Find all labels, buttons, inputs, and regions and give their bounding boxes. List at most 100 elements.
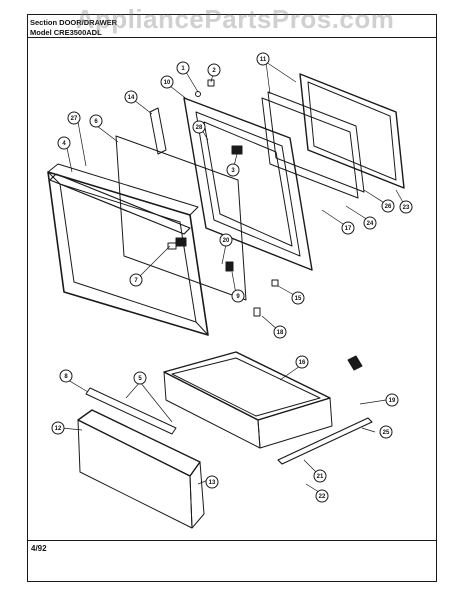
callout-number: 5	[138, 376, 142, 382]
callout-27: 27	[67, 111, 81, 125]
callout-18: 18	[273, 325, 287, 339]
callout-number: 17	[345, 226, 352, 232]
callout-circle	[57, 136, 71, 150]
callout-26: 26	[381, 199, 395, 213]
callout-number: 20	[223, 238, 230, 244]
callout-23: 23	[399, 200, 413, 214]
callout-circle	[207, 63, 221, 77]
callout-number: 3	[231, 168, 235, 174]
footer-divider	[27, 540, 437, 541]
callout-number: 26	[385, 204, 392, 210]
callout-circle	[124, 90, 138, 104]
callout-7: 7	[129, 273, 143, 287]
door-handle	[49, 173, 191, 235]
callout-circle	[219, 233, 233, 247]
callout-5: 5	[133, 371, 147, 385]
callout-circle	[176, 61, 190, 75]
callout-circle	[89, 114, 103, 128]
spacer-part	[271, 279, 279, 287]
callout-number: 7	[134, 278, 138, 284]
callout-22: 22	[315, 489, 329, 503]
callout-circle	[129, 273, 143, 287]
callout-circle	[231, 289, 245, 303]
callout-number: 16	[299, 360, 306, 366]
callout-25: 25	[379, 425, 393, 439]
door-glass-panel	[115, 135, 247, 301]
callout-9: 9	[231, 289, 245, 303]
hinge-bracket	[231, 145, 243, 155]
callout-2: 2	[207, 63, 221, 77]
callout-number: 12	[55, 426, 62, 432]
callout-circle	[51, 421, 65, 435]
callout-circle	[67, 111, 81, 125]
callout-number: 6	[94, 119, 98, 125]
revision-date: 4/92	[31, 544, 47, 553]
callout-number: 1	[181, 66, 185, 72]
callout-number: 4	[62, 141, 66, 147]
callout-number: 14	[128, 95, 135, 101]
callout-circle	[399, 200, 413, 214]
callout-circle	[291, 291, 305, 305]
header-divider	[27, 37, 437, 38]
callout-6: 6	[89, 114, 103, 128]
callout-1: 1	[176, 61, 190, 75]
callout-number: 25	[383, 430, 390, 436]
callout-3: 3	[226, 163, 240, 177]
callout-21: 21	[313, 469, 327, 483]
drawer-front-panel	[77, 409, 205, 529]
callout-8: 8	[59, 369, 73, 383]
callout-number: 15	[295, 296, 302, 302]
callout-number: 8	[64, 374, 68, 380]
callout-circle	[59, 369, 73, 383]
hinge-pin	[253, 307, 261, 317]
callout-circle	[295, 355, 309, 369]
callout-20: 20	[219, 233, 233, 247]
callout-10: 10	[160, 75, 174, 89]
callout-circle	[385, 393, 399, 407]
section-title: Section DOOR/DRAWER	[30, 18, 118, 27]
callout-number: 27	[71, 116, 78, 122]
callout-circle	[133, 371, 147, 385]
callout-number: 18	[277, 330, 284, 336]
callout-circle	[313, 469, 327, 483]
callout-number: 22	[319, 494, 326, 500]
callout-number: 21	[317, 474, 324, 480]
callout-16: 16	[295, 355, 309, 369]
door-outer-frame	[47, 163, 209, 336]
callout-number: 2	[212, 68, 216, 74]
callout-13: 13	[205, 475, 219, 489]
callout-11: 11	[256, 52, 270, 66]
callout-circle	[273, 325, 287, 339]
callout-number: 10	[164, 80, 171, 86]
latch-part	[225, 261, 234, 272]
callout-number: 9	[236, 294, 240, 300]
callout-number: 19	[389, 398, 396, 404]
drawer-clip	[347, 355, 363, 371]
callout-circle	[341, 221, 355, 235]
callout-circle	[256, 52, 270, 66]
door-insulation-panels	[261, 73, 405, 199]
callout-17: 17	[341, 221, 355, 235]
callout-number: 24	[367, 221, 374, 227]
screw-part	[195, 91, 201, 97]
callout-number: 11	[260, 57, 267, 63]
watermark: AppliancePartsPros.com	[75, 4, 395, 34]
callout-circle	[381, 199, 395, 213]
drawer-trim	[85, 387, 177, 435]
side-trim	[149, 107, 167, 155]
callout-4: 4	[57, 136, 71, 150]
door-brackets	[167, 237, 187, 250]
callout-circle	[192, 120, 206, 134]
callout-circle	[160, 75, 174, 89]
callout-12: 12	[51, 421, 65, 435]
callout-circle	[379, 425, 393, 439]
callout-circle	[363, 216, 377, 230]
model-title: Model CRE3500ADL	[30, 28, 102, 37]
callout-19: 19	[385, 393, 399, 407]
callout-number: 28	[196, 125, 203, 131]
callout-15: 15	[291, 291, 305, 305]
inner-door-liner	[183, 97, 313, 271]
drawer-box	[163, 351, 333, 449]
